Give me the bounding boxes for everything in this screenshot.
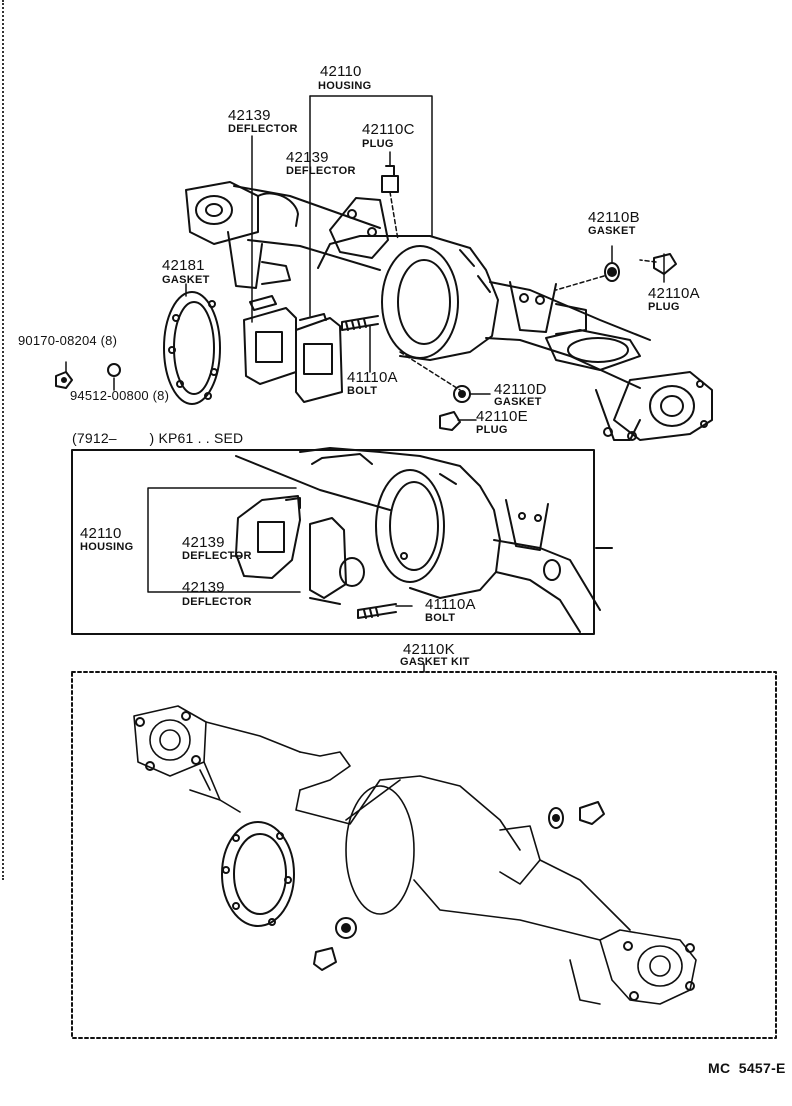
gasket-d-part-number: 42110D [494,381,547,398]
inset-bolt [357,603,397,619]
bolt-part-number: 41110A [347,369,398,386]
plug-a-part-number: 42110A [648,285,700,302]
inset-housing-label: HOUSING [80,541,134,553]
washer-part [107,363,121,377]
kit-gasket-fill-2 [341,923,351,933]
housing-part-number: 42110 [320,63,362,80]
gasket-b-part [604,262,620,282]
housing-label: HOUSING [318,80,372,92]
nut-part-number: 90170-08204 (8) [18,333,118,348]
diagram-code: MC 5457-E [708,1060,786,1076]
plug-c-part-number: 42110C [362,121,415,138]
inset-deflector-lower-part-number: 42139 [182,579,225,596]
plug-e-part [439,411,461,431]
bolt-part [341,315,379,331]
cover-gasket-part [163,291,221,405]
inset-bolt-label: BOLT [425,612,456,624]
left-margin-dotted-line [2,0,8,880]
inset-deflector-upper-part-number: 42139 [182,534,225,551]
nut-fill [61,377,67,383]
inset-title: (7912– ) KP61 . . SED [72,430,244,446]
gasket-181-part-number: 42181 [162,257,205,274]
kit-plugs [313,801,605,971]
gasket-b-label: GASKET [588,225,636,237]
gasket-d-label: GASKET [494,396,542,408]
gasket-kit-part-number: 42110K [403,641,455,658]
kit-axle-gasket-right [623,941,695,1001]
plug-a-part [653,253,677,275]
inset-deflector-lower-label: DEFLECTOR [182,596,252,608]
gasket-d-fill [458,390,466,398]
kit-housing-outline [133,705,697,1005]
bolt-label: BOLT [347,385,378,397]
deflector-left-label: DEFLECTOR [228,123,298,135]
inset-housing [235,447,613,633]
deflector-left-part-number: 42139 [228,107,271,124]
leader-lines-inset [147,487,413,607]
inset-deflector-upper [235,495,301,579]
plug-c-label: PLUG [362,138,394,150]
inset-frame [71,449,595,635]
plug-a-label: PLUG [648,301,680,313]
plug-e-label: PLUG [476,424,508,436]
nut-part [55,371,73,389]
inset-bolt-part-number: 41110A [425,596,476,613]
kit-small-gasket [335,807,564,939]
inset-housing-part-number: 42110 [80,525,122,542]
gasket-kit-label: GASKET KIT [400,656,470,668]
kit-gasket-fill [552,814,560,822]
deflector-center-part [295,313,343,403]
kit-cover-gasket [221,821,295,927]
washer-part-number: 94512-00800 (8) [70,388,170,403]
gasket-b-part-number: 42110B [588,209,640,226]
axle-housing-main [185,165,713,441]
inset-deflector-upper-label: DEFLECTOR [182,550,252,562]
gasket-181-label: GASKET [162,274,210,286]
deflector-center-part-number: 42139 [286,149,329,166]
leader-lines-main [65,95,665,421]
plug-e-part-number: 42110E [476,408,528,425]
deflector-center-label: DEFLECTOR [286,165,356,177]
gasket-b-fill [607,267,617,277]
kit-axle-gasket-left [135,711,201,771]
inset-deflector-lower [309,517,365,605]
